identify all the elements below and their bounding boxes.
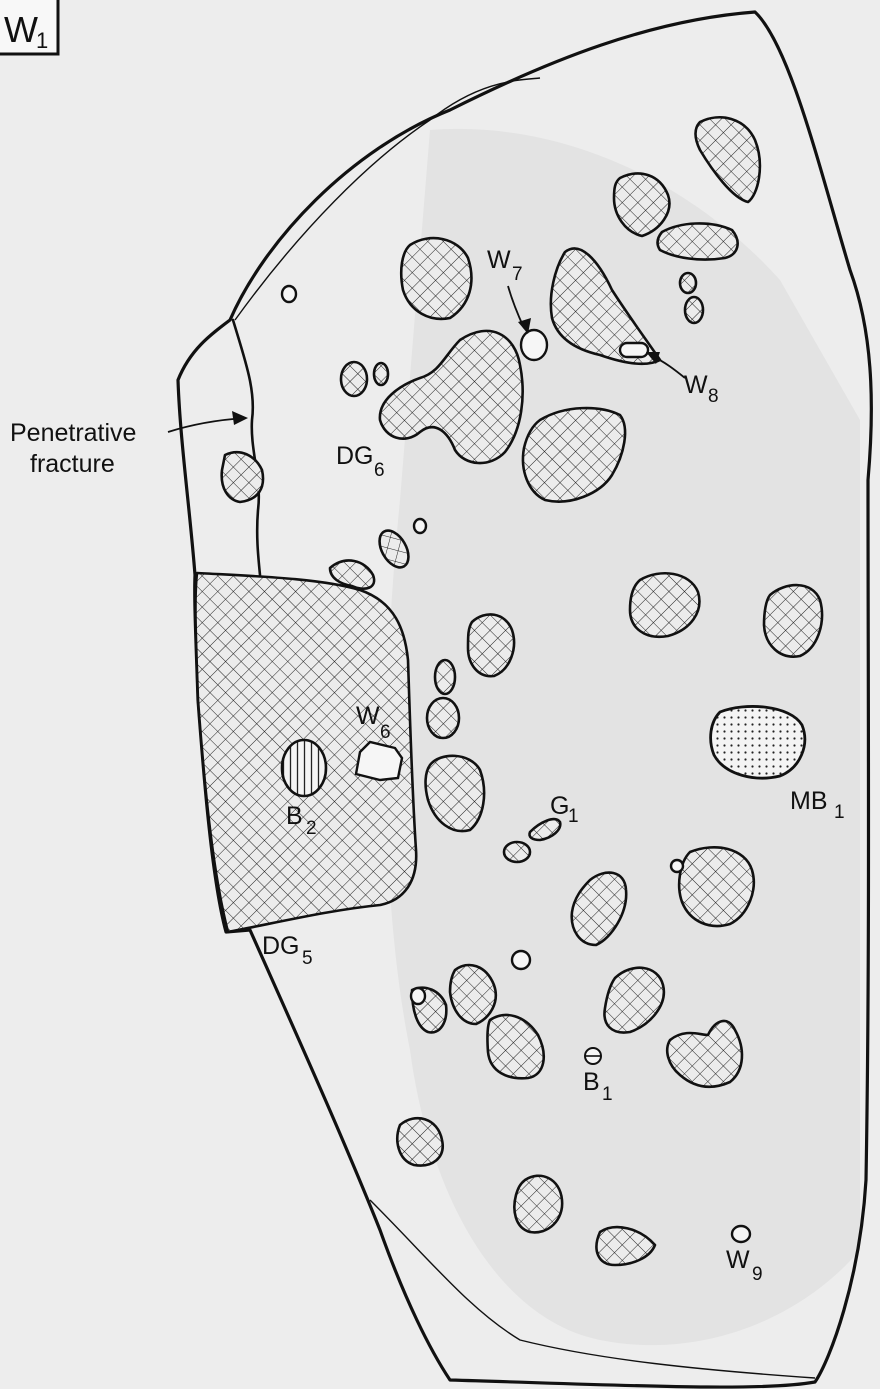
label-b1-sub: 1 <box>602 1084 613 1105</box>
inclusion <box>414 519 426 533</box>
label-b2-sub: 2 <box>306 818 317 839</box>
label-w6-sub: 6 <box>380 722 391 743</box>
clast-b2 <box>282 740 326 796</box>
clast <box>696 117 760 202</box>
label-fracture: fracture <box>30 450 115 478</box>
clast <box>427 698 459 738</box>
label-w9-sub: 9 <box>752 1264 763 1285</box>
clast <box>397 1118 442 1165</box>
label-b1: B <box>583 1068 600 1096</box>
label-w8: W <box>684 371 708 399</box>
clast <box>514 1176 562 1233</box>
figure-id-badge: W 1 <box>0 0 58 54</box>
clast <box>679 847 754 926</box>
clast <box>658 223 738 259</box>
label-dg6: DG <box>336 442 374 470</box>
inclusion-w8 <box>620 343 648 357</box>
inclusion-w9 <box>732 1226 750 1242</box>
label-mb1-sub: 1 <box>834 802 845 823</box>
label-dg5: DG <box>262 932 300 960</box>
label-g1-sub: 1 <box>568 806 579 827</box>
label-dg5-sub: 5 <box>302 948 313 969</box>
clast <box>341 362 367 396</box>
inclusion <box>512 951 530 969</box>
label-b2: B <box>286 802 303 830</box>
clast-dg6 <box>380 331 523 463</box>
clast <box>680 273 696 293</box>
label-w7-sub: 7 <box>512 264 523 285</box>
clast <box>435 660 455 694</box>
penetrative-fracture <box>233 320 260 575</box>
inclusion <box>411 988 425 1004</box>
clast <box>401 238 471 319</box>
inclusion-w6 <box>356 742 402 780</box>
label-penetrative: Penetrative <box>10 419 136 447</box>
svg-text:W: W <box>4 9 38 50</box>
label-mb1: MB <box>790 787 828 815</box>
inclusion-w7 <box>521 330 547 360</box>
inclusion <box>671 860 683 872</box>
label-dg6-sub: 6 <box>374 460 385 481</box>
clast <box>504 842 530 862</box>
clast <box>685 297 703 323</box>
clast <box>374 363 388 385</box>
label-w6: W <box>356 702 380 730</box>
label-w7: W <box>487 246 511 274</box>
svg-text:1: 1 <box>36 28 48 53</box>
clast <box>764 585 822 657</box>
clast <box>222 452 263 502</box>
clast <box>468 614 514 676</box>
inclusion <box>282 286 296 302</box>
label-w8-sub: 8 <box>708 386 719 407</box>
label-w9: W <box>726 1246 750 1274</box>
clast-mb1 <box>711 706 805 778</box>
label-g1: G <box>550 792 569 820</box>
